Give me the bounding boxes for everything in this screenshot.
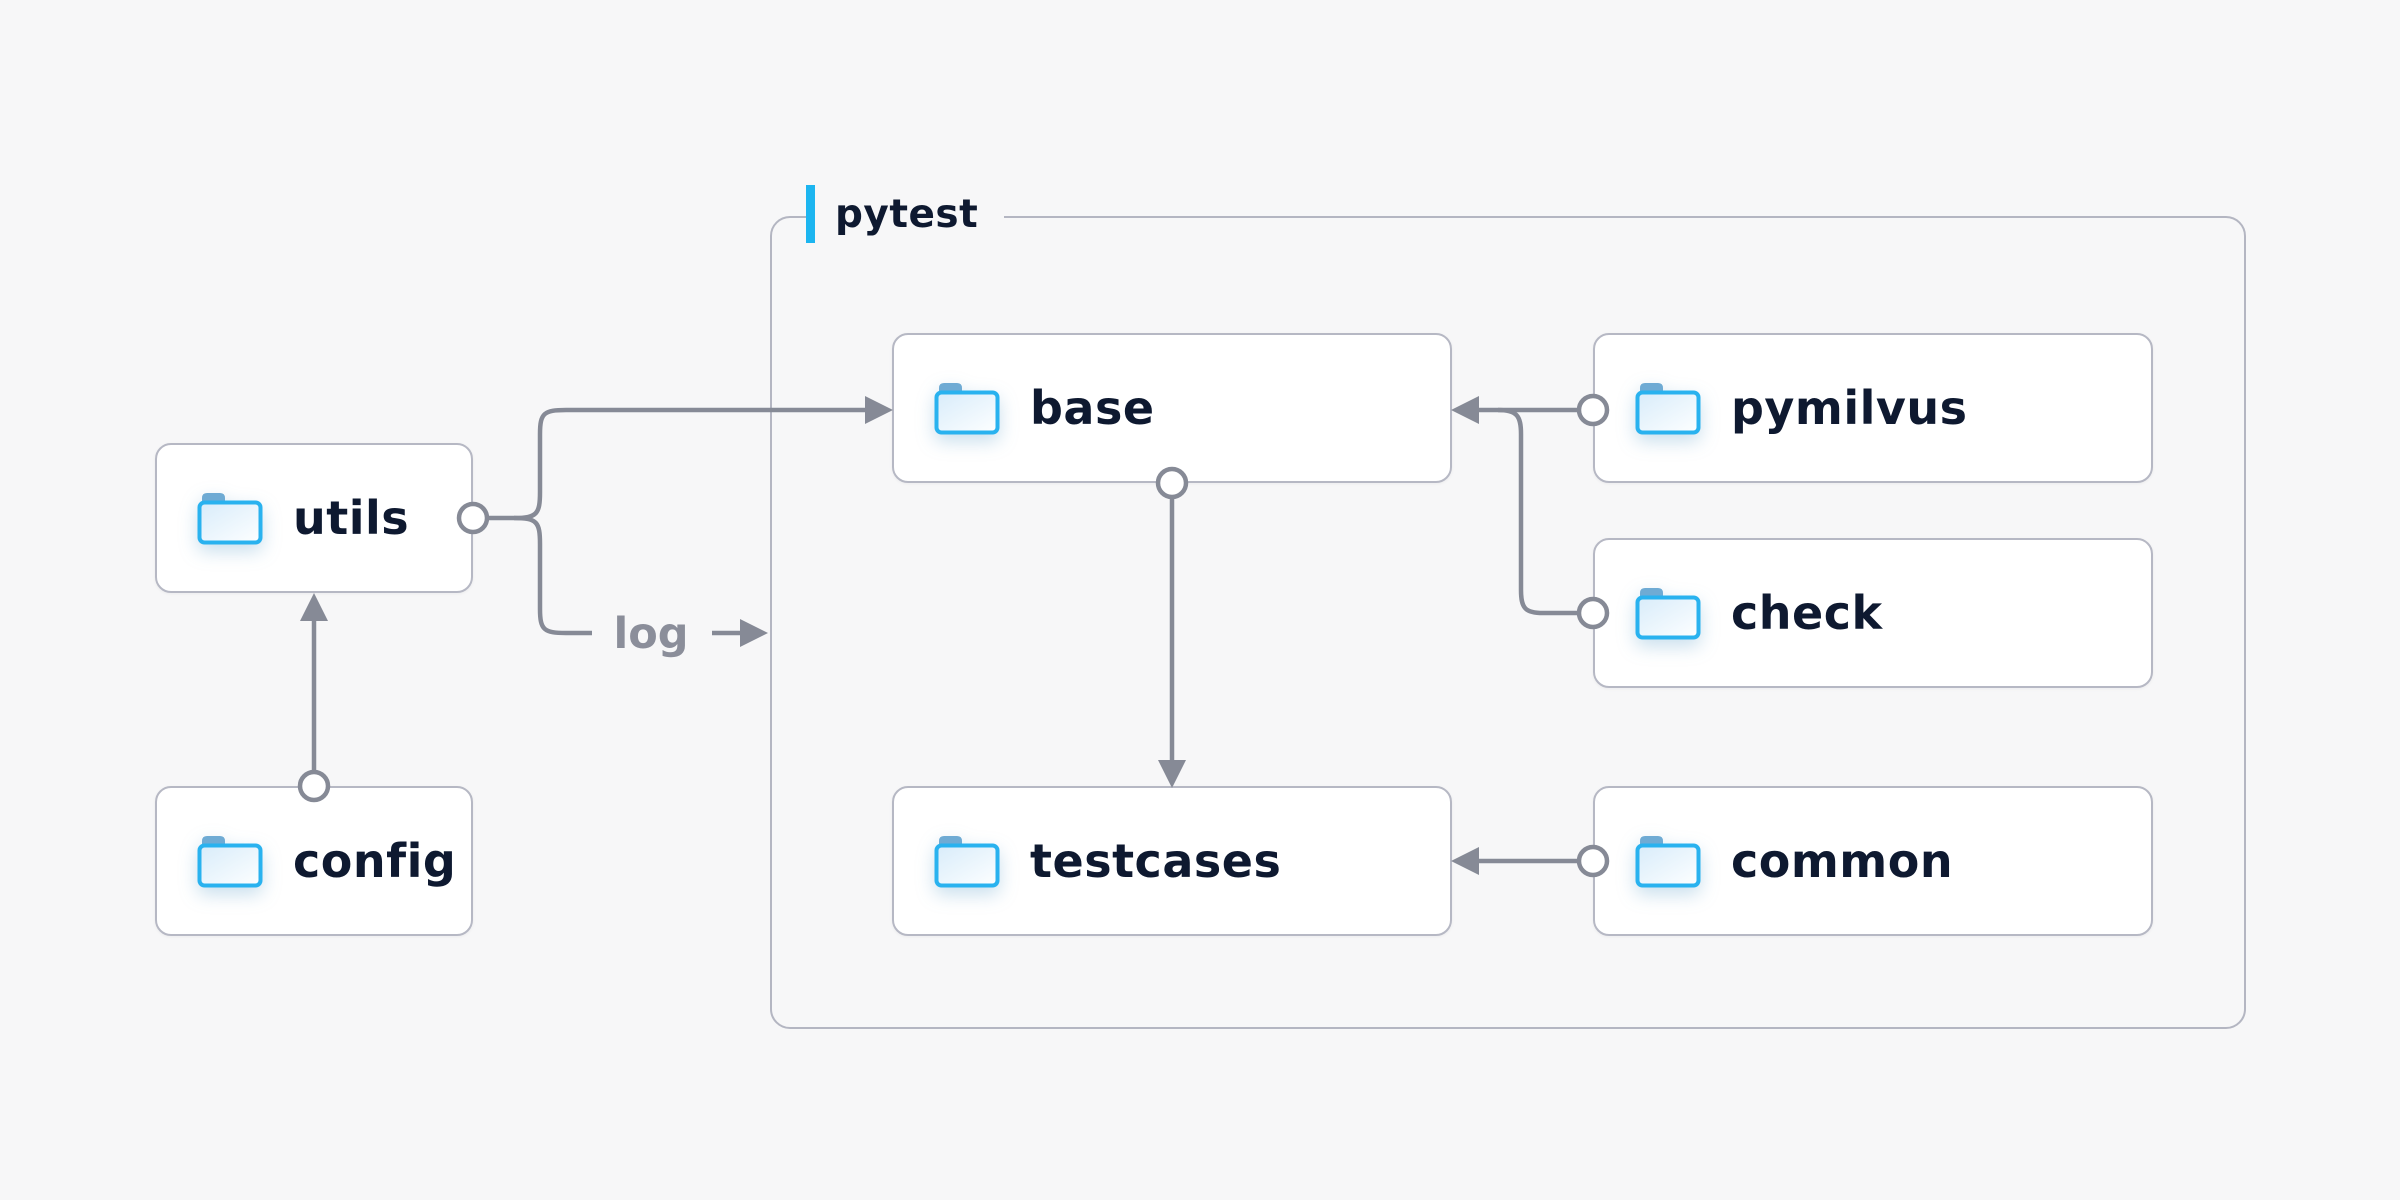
edge-label-log: log — [613, 609, 688, 659]
node-label: base — [1030, 381, 1155, 435]
node-label: pymilvus — [1731, 381, 1968, 435]
pytest-container-label-text: pytest — [835, 191, 979, 237]
folder-icon — [934, 836, 1000, 888]
folder-icon — [1635, 836, 1701, 888]
node-label: check — [1731, 586, 1883, 640]
node-label: utils — [293, 491, 410, 545]
node-check: check — [1593, 538, 2153, 688]
folder-icon — [197, 836, 263, 888]
folder-icon — [197, 493, 263, 545]
arrowhead — [300, 593, 328, 621]
edge-utils-to-log — [513, 515, 592, 636]
node-utils: utils — [155, 443, 473, 593]
pytest-container — [770, 216, 2246, 1029]
accent-bar — [806, 185, 815, 243]
node-label: common — [1731, 834, 1954, 888]
node-testcases: testcases — [892, 786, 1452, 936]
folder-icon — [934, 383, 1000, 435]
node-base: base — [892, 333, 1452, 483]
folder-icon — [1635, 383, 1701, 435]
arrowhead — [740, 619, 768, 647]
pytest-container-label: pytest — [806, 182, 1005, 246]
node-label: testcases — [1030, 834, 1282, 888]
node-label: config — [293, 834, 457, 888]
node-pymilvus: pymilvus — [1593, 333, 2153, 483]
folder-icon — [1635, 588, 1701, 640]
node-common: common — [1593, 786, 2153, 936]
node-config: config — [155, 786, 473, 936]
